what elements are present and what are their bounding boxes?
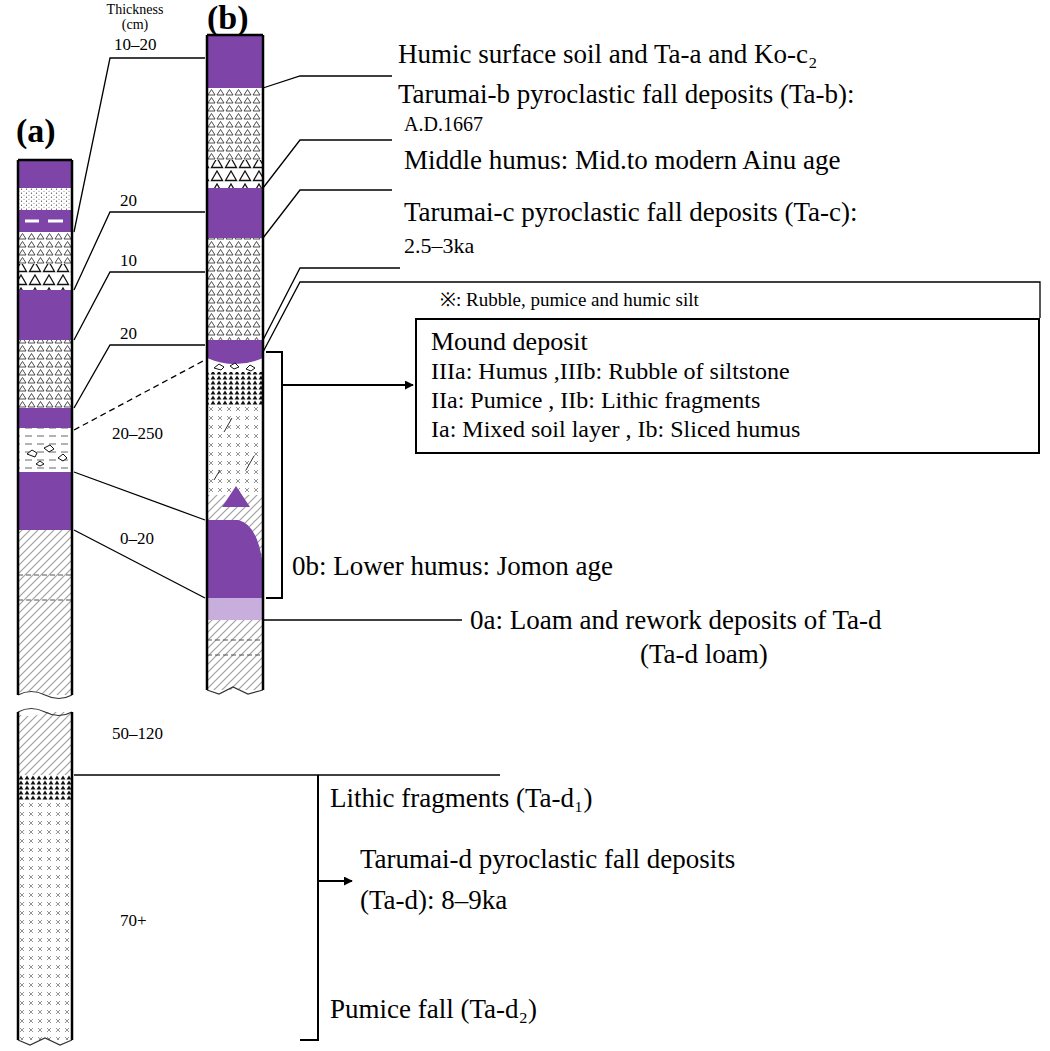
column-a	[18, 428, 72, 472]
leader-line	[263, 619, 462, 620]
age-note: 2.5–3ka	[404, 234, 474, 258]
column-b	[207, 35, 263, 694]
bracket	[300, 775, 318, 1040]
thickness-value: 20	[120, 192, 137, 211]
column-b	[207, 88, 263, 160]
correlation-line	[74, 360, 205, 430]
age-note: A.D.1667	[404, 113, 483, 135]
leader-line	[263, 140, 392, 188]
leader-line	[263, 268, 400, 340]
layer-description: 0a: Loam and rework deposits of Ta-d	[470, 606, 882, 636]
layer-description: Tarumai-d pyroclastic fall deposits	[360, 845, 735, 875]
layer-description: 0b: Lower humus: Jomon age	[292, 552, 613, 582]
column-b	[207, 598, 263, 620]
box-line: IIIa: Humus ,IIIb: Rubble of siltstone	[431, 357, 1024, 386]
column-a	[18, 530, 72, 695]
leader-line	[74, 774, 500, 775]
bracket	[266, 352, 282, 598]
correlation-line	[74, 530, 205, 598]
column-a	[18, 210, 72, 232]
column-a	[27, 445, 67, 466]
leader-line	[263, 190, 392, 238]
layer-description: Lithic fragments (Ta-d₁)	[330, 784, 592, 814]
bracket	[266, 352, 413, 1040]
mound-deposit-box: Mound depositIIIa: Humus ,IIIb: Rubble o…	[415, 318, 1040, 454]
column-a	[18, 775, 72, 800]
thickness-value: 0–20	[120, 530, 154, 549]
column-b	[207, 35, 263, 690]
axis-title: Thickness (cm)	[100, 2, 170, 33]
column-a	[25, 220, 63, 223]
column-a	[18, 575, 72, 600]
column-b	[207, 340, 263, 352]
column-a	[18, 188, 72, 210]
column-b	[207, 687, 263, 694]
bracket	[282, 384, 413, 386]
correlation-line	[74, 58, 205, 232]
correlation-line	[74, 472, 205, 520]
column-b	[207, 352, 263, 372]
column-a	[18, 160, 72, 188]
thickness-value: 70+	[120, 912, 147, 931]
column-b	[207, 372, 263, 405]
box-line: Ia: Mixed soil layer , Ib: Sliced humus	[431, 415, 1024, 444]
column-a	[18, 800, 72, 1040]
column-a	[18, 340, 72, 408]
correlation-line	[74, 345, 205, 408]
column-b	[207, 405, 263, 495]
column-b	[214, 363, 255, 371]
layer-description: (Ta-d loam)	[640, 640, 768, 670]
column-b	[238, 520, 263, 566]
thickness-value: 10	[120, 252, 137, 271]
column-a	[18, 160, 72, 1040]
column-a	[18, 232, 72, 264]
layer-description: Tarumai-b pyroclastic fall deposits (Ta-…	[398, 80, 855, 110]
column-b	[214, 418, 254, 480]
column-b	[222, 486, 250, 507]
layer-description: (Ta-d): 8–9ka	[360, 886, 507, 916]
column-label: (b)	[207, 0, 249, 36]
column-b	[207, 520, 263, 598]
thickness-value: 50–120	[112, 725, 163, 744]
thickness-value: 10–20	[114, 36, 157, 55]
correlation-line	[74, 58, 205, 598]
correlation-line	[74, 212, 205, 290]
column-b	[207, 160, 263, 188]
column-b	[207, 620, 263, 690]
box-heading: Mound deposit	[431, 326, 1024, 357]
column-b	[207, 640, 263, 655]
layer-description: Tarumai-c pyroclastic fall deposits (Ta-…	[404, 198, 858, 228]
leader-line	[74, 76, 1040, 775]
thickness-value: 20–250	[112, 425, 163, 444]
box-line: IIa: Pumice , IIb: Lithic fragments	[431, 386, 1024, 415]
column-a	[18, 692, 72, 716]
column-a	[18, 1038, 72, 1045]
column-b	[207, 238, 263, 340]
column-a	[12, 160, 78, 1045]
column-label: (a)	[16, 112, 56, 149]
column-a	[18, 712, 72, 775]
layer-description: Pumice fall (Ta-d₂)	[330, 995, 537, 1025]
correlation-line	[74, 272, 205, 340]
column-a	[18, 408, 72, 428]
column-b	[207, 35, 263, 88]
leader-line	[263, 76, 392, 88]
layer-description: Humic surface soil and Ta-a and Ko-c₂	[398, 40, 817, 70]
bracket	[318, 880, 352, 882]
thickness-value: 20	[120, 325, 137, 344]
column-b	[207, 188, 263, 238]
column-a	[12, 691, 78, 716]
layer-description: Middle humus: Mid.to modern Ainu age	[404, 146, 840, 176]
callout-note: ※: Rubble, pumice and humic silt	[440, 290, 699, 311]
column-b	[207, 352, 263, 364]
column-a	[18, 290, 72, 340]
column-a	[18, 264, 72, 290]
column-a	[18, 472, 72, 530]
